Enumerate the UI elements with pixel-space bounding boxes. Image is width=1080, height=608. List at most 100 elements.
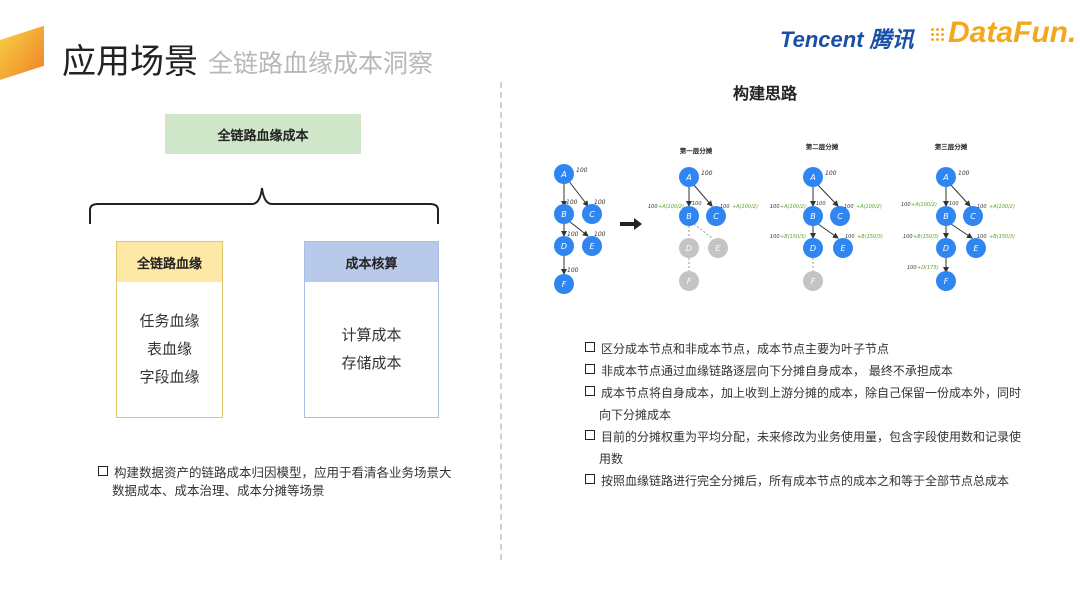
- diagram-layer-2: 第二层分摊 A B C D E F 100 100 +A(100/2) 100 …: [770, 142, 883, 291]
- svg-text:100: 100: [949, 201, 959, 207]
- brace: [89, 187, 439, 224]
- svg-text:100: 100: [958, 170, 970, 177]
- svg-text:100: 100: [977, 204, 987, 210]
- svg-text:100: 100: [567, 267, 579, 274]
- checkbox-square-icon: [585, 364, 595, 374]
- datafun-dots-icon: [930, 27, 944, 42]
- cost-card-title: 成本核算: [305, 242, 438, 282]
- checkbox-square-icon: [585, 474, 595, 484]
- svg-text:D: D: [686, 244, 692, 253]
- svg-text:+B(150/3): +B(150/3): [989, 234, 1015, 240]
- svg-text:第一层分摊: 第一层分摊: [680, 146, 713, 155]
- svg-text:F: F: [944, 277, 949, 286]
- svg-text:F: F: [687, 277, 692, 286]
- cost-card: 成本核算 计算成本 存储成本: [304, 241, 439, 418]
- svg-text:100: 100: [977, 234, 987, 240]
- lineage-item: 表血缘: [146, 340, 192, 358]
- svg-text:C: C: [713, 212, 719, 221]
- svg-text:+A(100/2): +A(100/2): [989, 204, 1015, 210]
- svg-text:100: 100: [701, 170, 713, 177]
- checkbox-square-icon: [98, 466, 108, 476]
- page-title: 应用场景: [62, 42, 198, 82]
- left-note: 构建数据资产的链路成本归因模型，应用于看清各业务场景大数据成本、成本治理、成本分…: [98, 464, 462, 500]
- svg-text:100: 100: [844, 204, 854, 210]
- svg-text:A: A: [685, 173, 691, 182]
- svg-text:F: F: [811, 277, 816, 286]
- list-item: 目前的分摊权重为平均分配，未来修改为业务使用量，包含字段使用数和记录使用数: [585, 426, 1025, 470]
- svg-text:100: 100: [594, 199, 606, 206]
- svg-text:B: B: [810, 212, 816, 221]
- svg-text:100: 100: [576, 167, 588, 174]
- lineage-card-body: 任务血缘 表血缘 字段血缘: [117, 282, 222, 416]
- svg-text:C: C: [589, 210, 595, 219]
- lineage-card: 全链路血缘 任务血缘 表血缘 字段血缘: [116, 241, 223, 418]
- svg-text:100: 100: [692, 201, 702, 207]
- svg-text:E: E: [973, 244, 979, 253]
- tencent-logo: Tencent 腾讯: [780, 27, 914, 52]
- svg-text:100: 100: [901, 202, 911, 208]
- lineage-item: 任务血缘: [139, 312, 200, 330]
- svg-text:+B(150/3): +B(150/3): [857, 234, 883, 240]
- diagram-layer-1: 第一层分摊 A B C D E F 100 100 +A(100/2) 100 …: [648, 146, 758, 291]
- node-d: [554, 236, 574, 256]
- datafun-logo-text: DataFun.: [948, 16, 1077, 49]
- list-item: 成本节点将自身成本，加上收到上游分摊的成本，除自己保留一份成本外，同时向下分摊成…: [585, 382, 1025, 426]
- diagram-original: A B C D E F 100 100 100 100 100 100: [554, 164, 606, 294]
- svg-text:B: B: [686, 212, 692, 221]
- svg-text:+A(100/2): +A(100/2): [658, 204, 684, 210]
- svg-text:B: B: [561, 210, 567, 219]
- list-item: 按照血缘链路进行完全分摊后，所有成本节点的成本之和等于全部节点总成本: [585, 470, 1025, 492]
- svg-text:+A(100/2): +A(100/2): [780, 204, 806, 210]
- svg-text:100: 100: [816, 201, 826, 207]
- svg-text:100: 100: [770, 234, 780, 240]
- svg-text:100: 100: [720, 204, 730, 210]
- svg-text:A: A: [942, 173, 948, 182]
- node-b: [554, 204, 574, 224]
- svg-text:100: 100: [567, 231, 579, 238]
- svg-text:+B(150/3): +B(150/3): [780, 234, 806, 240]
- svg-text:100: 100: [648, 204, 658, 210]
- svg-text:第二层分摊: 第二层分摊: [806, 142, 839, 151]
- svg-text:100: 100: [907, 265, 917, 271]
- svg-text:+A(100/2): +A(100/2): [856, 204, 882, 210]
- svg-text:+A(100/2): +A(100/2): [732, 204, 758, 210]
- checkbox-square-icon: [585, 430, 595, 440]
- svg-text:D: D: [810, 244, 816, 253]
- svg-text:+A(100/2): +A(100/2): [911, 202, 937, 208]
- node-c: [582, 204, 602, 224]
- list-item: 区分成本节点和非成本节点，成本节点主要为叶子节点: [585, 338, 1025, 360]
- corner-decoration: [0, 25, 44, 80]
- bullet-list: 区分成本节点和非成本节点，成本节点主要为叶子节点 非成本节点通过血缘链路逐层向下…: [585, 338, 1025, 492]
- svg-text:100: 100: [825, 170, 837, 177]
- lineage-card-title: 全链路血缘: [117, 242, 222, 282]
- svg-text:C: C: [970, 212, 976, 221]
- svg-text:+D(175): +D(175): [917, 265, 939, 271]
- svg-text:A: A: [809, 173, 815, 182]
- right-title: 构建思路: [733, 84, 798, 103]
- allocation-diagram: A B C D E F 100 100 100 100 100 100 第一层分…: [554, 142, 1015, 294]
- svg-text:E: E: [589, 242, 595, 251]
- page-subtitle: 全链路血缘成本洞察: [208, 49, 434, 78]
- checkbox-square-icon: [585, 386, 595, 396]
- svg-text:C: C: [837, 212, 843, 221]
- cost-card-body: 计算成本 存储成本: [305, 282, 438, 416]
- svg-text:F: F: [562, 280, 567, 289]
- svg-text:100: 100: [566, 199, 578, 206]
- big-arrow-icon: [620, 218, 642, 230]
- left-note-text: 构建数据资产的链路成本归因模型，应用于看清各业务场景大数据成本、成本治理、成本分…: [112, 465, 452, 498]
- svg-text:E: E: [715, 244, 721, 253]
- top-box-lineage-cost: 全链路血缘成本: [165, 114, 361, 154]
- svg-text:D: D: [943, 244, 949, 253]
- svg-text:B: B: [943, 212, 949, 221]
- node-f: [554, 274, 574, 294]
- svg-text:100: 100: [594, 231, 606, 238]
- datafun-logo: DataFun.: [930, 16, 1076, 50]
- node-a: [554, 164, 574, 184]
- svg-text:D: D: [561, 242, 567, 251]
- svg-text:+B(150/3): +B(150/3): [913, 234, 939, 240]
- lineage-item: 字段血缘: [139, 368, 200, 386]
- svg-text:第三层分摊: 第三层分摊: [935, 142, 968, 151]
- cost-item: 存储成本: [341, 354, 402, 372]
- svg-text:100: 100: [770, 204, 780, 210]
- center-divider: [500, 82, 502, 560]
